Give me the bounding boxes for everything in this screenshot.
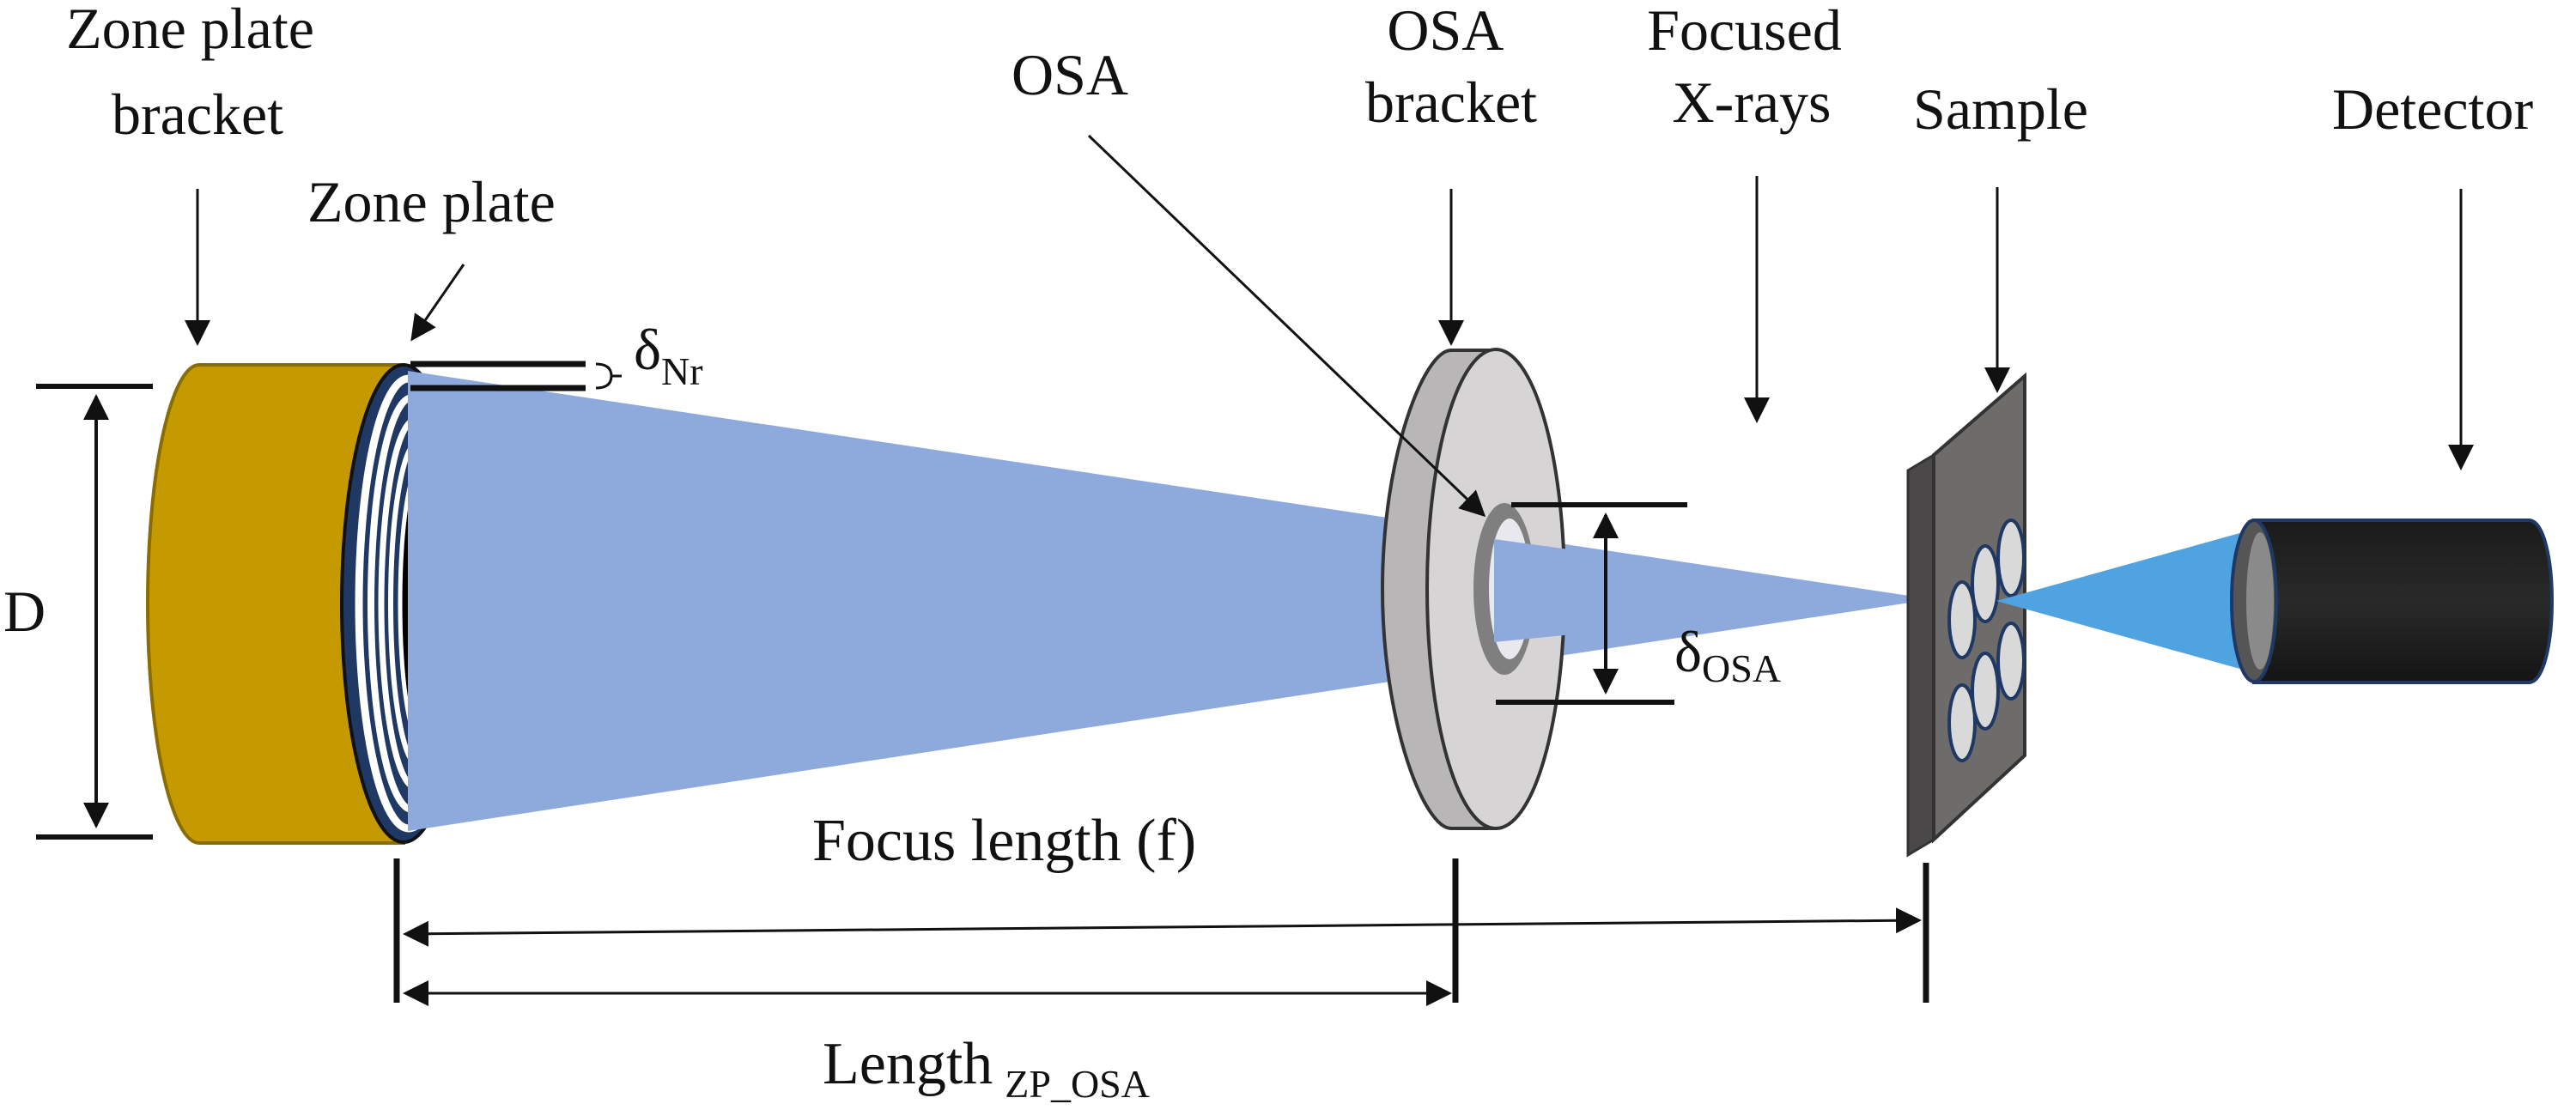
osa-pointer [1087, 134, 1486, 518]
zone-plate-pointer [410, 264, 465, 342]
sample-well [1971, 652, 2000, 731]
focused-xrays-label: Focused X-rays [1647, 0, 1856, 135]
focus-length-arrow [403, 907, 1922, 947]
sample-well [1996, 519, 2026, 597]
sample-side [1906, 452, 1935, 858]
sample [1906, 372, 2026, 858]
focus-length-label: Focus length (f) [812, 808, 1196, 874]
detector-beam [1996, 532, 2243, 670]
delta-osa-label: δOSA [1674, 619, 1781, 690]
diameter-dimension [36, 384, 153, 840]
sample-label: Sample [1913, 76, 2088, 142]
sample-well [1996, 622, 2026, 701]
xray-beam [408, 371, 1932, 831]
osa-label: OSA [1012, 42, 1128, 107]
zone-plate-bracket-body [145, 363, 405, 845]
sample-well [1947, 580, 1977, 659]
sample-well [1947, 683, 1977, 762]
diameter-label: D [3, 579, 46, 644]
length-dimensions [393, 858, 1929, 1006]
detector-label: Detector [2332, 76, 2533, 142]
osa-bracket-label: OSA bracket [1365, 0, 1537, 135]
delta-nr-indicator [410, 361, 622, 391]
detector [2230, 519, 2555, 684]
delta-nr-label: δNr [634, 317, 703, 393]
delta-osa-dimension [1496, 502, 1687, 705]
sample-well [1971, 544, 2000, 623]
zone-plate-bracket-label: Zone plate bracket [66, 0, 329, 147]
zone-plate-label: Zone plate [307, 169, 556, 234]
detector-body [2252, 519, 2555, 684]
zone-plate-bracket [145, 363, 405, 845]
